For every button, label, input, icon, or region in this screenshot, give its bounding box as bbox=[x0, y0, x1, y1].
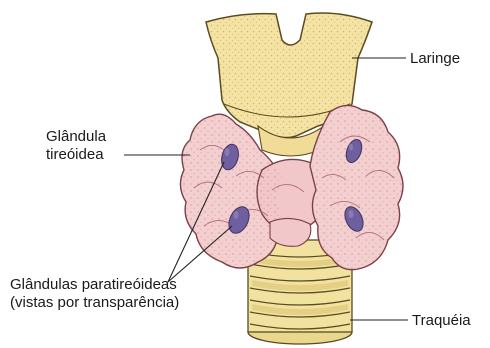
label-glandulas-paratireoideas: Glândulas paratireóideas (vistas por tra… bbox=[10, 276, 179, 312]
label-laringe: Laringe bbox=[410, 50, 460, 68]
label-paratireoideas-line1: Glândulas paratireóideas bbox=[10, 276, 179, 294]
label-traqueia: Traquéia bbox=[412, 312, 471, 330]
label-glandula-line1: Glândula bbox=[46, 128, 106, 146]
label-glandula-tireoidea: Glândula tireóidea bbox=[46, 128, 106, 164]
label-glandula-line2: tireóidea bbox=[46, 146, 106, 164]
label-paratireoideas-line2: (vistas por transparência) bbox=[10, 294, 179, 312]
